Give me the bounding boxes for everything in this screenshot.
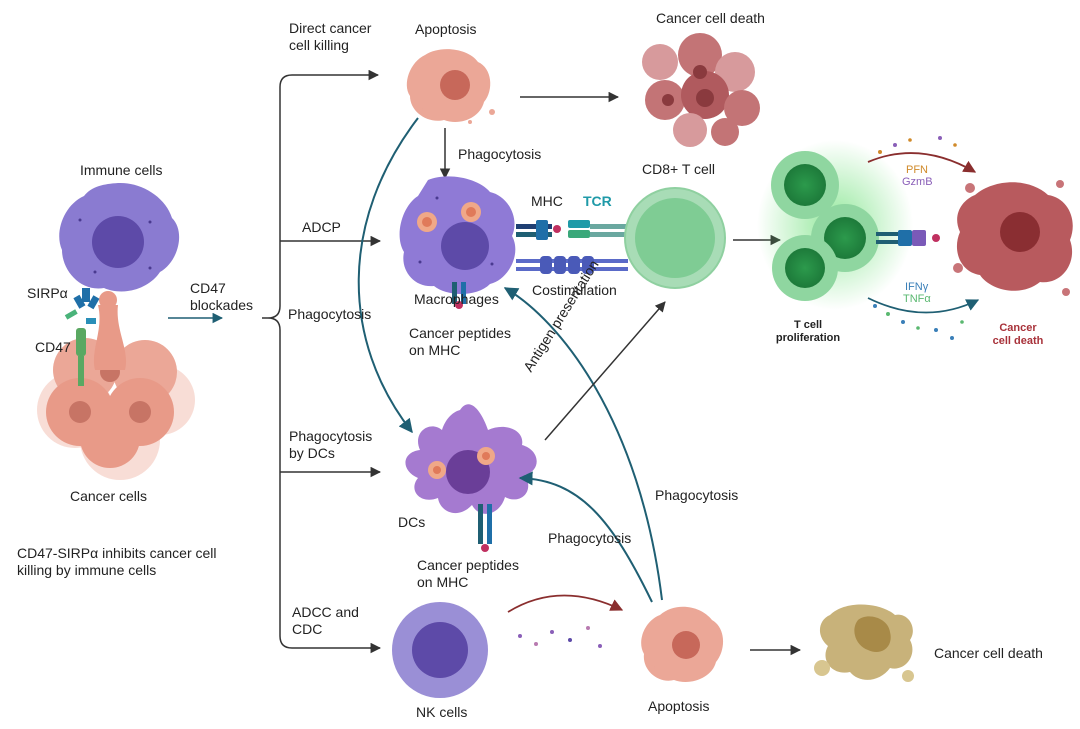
dendritic-cell [405,404,537,552]
arrow-antigen-presentation [544,301,666,441]
label-immune-cells: Immune cells [80,162,163,178]
label-dcs: DCs [398,514,426,530]
label-cancer-cell-death-top: Cancer cell death [656,10,765,26]
label-cancer-peptides-2: Cancer peptides on MHC [417,557,519,590]
costimulation-complex [516,256,628,274]
nk-cell [392,602,488,698]
immune-cell [59,182,180,292]
label-phagocytosis-branch: Phagocytosis [288,306,372,322]
apoptotic-cell-top [406,49,495,124]
branch-bracket [262,74,378,649]
label-phagocytosis-top: Phagocytosis [458,146,542,162]
arrow-phagocytosis-to-dc [357,117,419,434]
apoptotic-cell-bottom [641,606,724,682]
arrow-apoptosis-to-macrophage [503,287,663,601]
cytokine-dots-bottom [873,304,964,340]
t-cell-proliferation-cluster [757,140,913,310]
label-cancer-peptides-1: Cancer peptides on MHC [409,325,511,358]
label-costimulation: Costimulation [532,282,617,298]
arrow-nk-to-apoptosis [507,594,624,613]
mhc-tcr-complex [516,220,626,240]
label-gzmb: GzmB [902,176,933,188]
label-phagocytosis-by-dcs: Phagocytosis by DCs [289,428,373,461]
tcr-mhc-right [876,230,940,246]
label-cd8-t-cell: CD8+ T cell [642,161,716,177]
label-apoptosis-top: Apoptosis [415,21,477,37]
arrow-ifng-tnfa [867,297,980,314]
cytokine-dots-top [878,136,957,154]
label-adcc-cdc: ADCC and CDC [292,604,359,637]
arrow-pfn-gzmb [867,152,977,173]
arrow-apoptosis-to-dc [518,471,653,603]
label-cancer-cells: Cancer cells [70,488,148,504]
cd8-t-cell [624,187,726,289]
cancer-cell-cluster [37,291,195,480]
label-phagocytosis-low: Phagocytosis [655,487,739,503]
nk-granule-dots [518,626,602,648]
label-cancer-cell-death-right: Cancer cell death [992,322,1044,347]
dead-cancer-cell-right [953,180,1073,296]
macrophage [399,176,516,309]
label-mhc: MHC [531,193,563,209]
label-tnfa: TNFα [903,293,931,305]
label-t-cell-proliferation: T cell proliferation [775,319,841,344]
sirpa-receptor [64,288,100,324]
cd47-receptor [76,328,86,386]
label-sirpa: SIRPα [27,285,68,301]
label-apoptosis-bottom: Apoptosis [648,698,710,714]
label-ifng: IFNγ [905,281,929,293]
dead-cell-top [642,33,760,147]
label-macrophages: Macrophages [414,291,499,307]
label-tcr: TCR [583,193,612,209]
label-phagocytosis-mid: Phagocytosis [548,530,632,546]
label-pfn: PFN [906,164,928,176]
label-direct-killing: Direct cancer cell killing [289,20,372,53]
label-cd47: CD47 [35,339,71,355]
label-nk-cells: NK cells [416,704,468,720]
label-inhibits-note: CD47-SIRPα inhibits cancer cell killing … [17,545,217,578]
label-cancer-cell-death-bottom: Cancer cell death [934,645,1043,661]
label-adcp: ADCP [302,219,341,235]
label-cd47-blockades: CD47 blockades [190,280,254,313]
dead-cell-bottom [814,604,914,682]
